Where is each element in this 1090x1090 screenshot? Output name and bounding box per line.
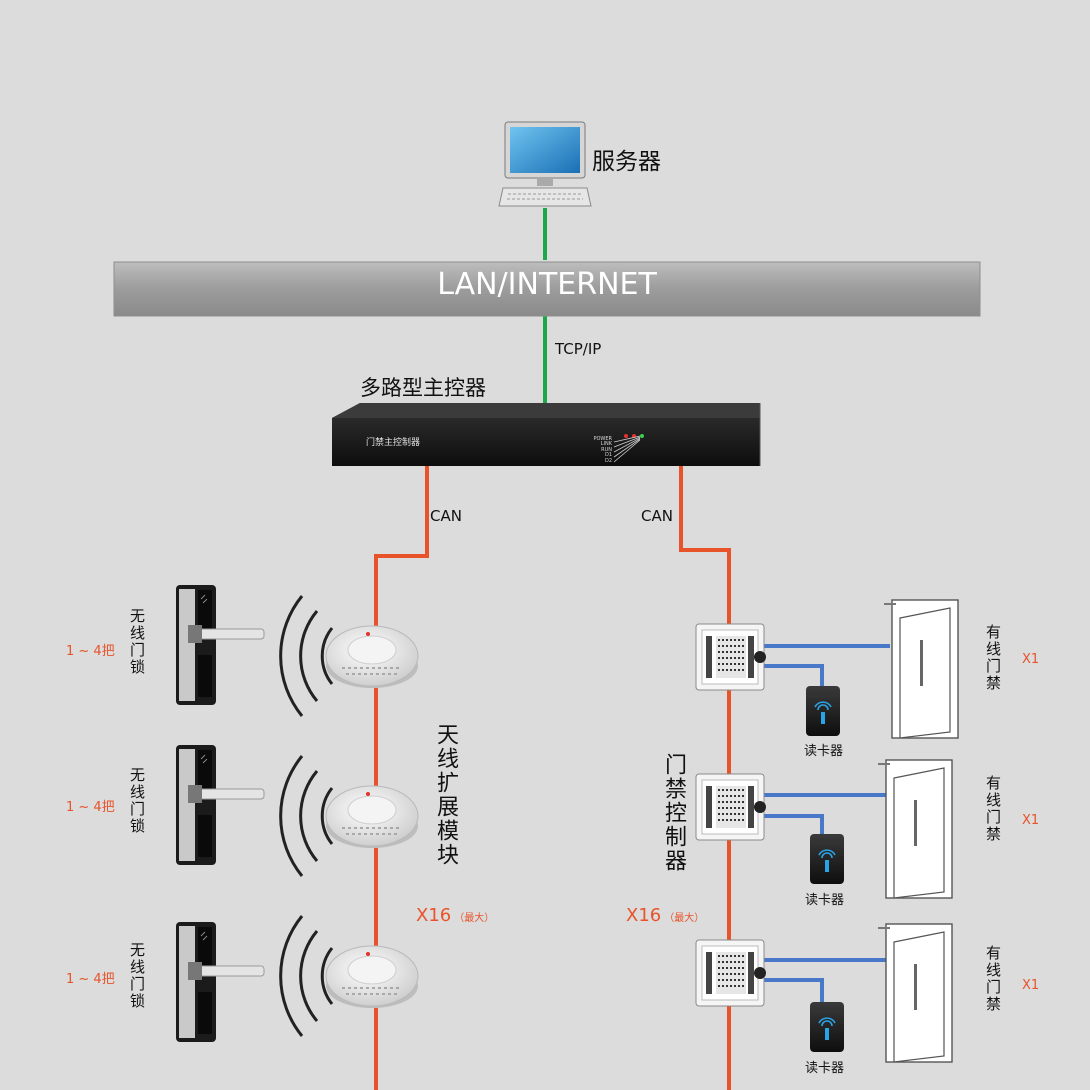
wired-door-label: 有线门禁 <box>984 945 1002 1013</box>
door-count-label: X1 <box>1022 978 1040 993</box>
access-controller-label: 门禁控制器 <box>661 753 686 873</box>
wired-access-row <box>695 599 959 739</box>
indicator-d2: D2 <box>604 457 612 464</box>
antenna-module <box>279 594 420 718</box>
desktop-computer-icon <box>498 121 592 207</box>
can-label-right: CAN <box>641 507 673 525</box>
card-reader-label: 读卡器 <box>805 893 845 908</box>
antenna-count-value: X16 <box>416 905 452 926</box>
indicator-run: RUN <box>601 446 612 453</box>
antenna-module-label: 天线扩展模块 <box>433 723 458 867</box>
indicator-link: LINK <box>600 441 612 448</box>
lock-count-label: 1 ~ 4把 <box>66 972 115 987</box>
wireless-lock-label: 无线门锁 <box>128 942 146 1010</box>
antenna-count: X16（最大） <box>416 905 494 926</box>
wired-access-row <box>695 759 953 899</box>
lan-internet-bar <box>113 261 981 317</box>
indicator-d1: D1 <box>604 452 612 459</box>
server-label: 服务器 <box>592 149 661 175</box>
main-controller-label: 多路型主控器 <box>360 376 486 400</box>
access-controller-count-note: （最大） <box>664 913 705 924</box>
card-reader-label: 读卡器 <box>805 1061 845 1076</box>
controller-panel-text: 门禁主控制器 <box>366 438 421 448</box>
can-label-left: CAN <box>430 507 462 525</box>
access-controller-count: X16（最大） <box>626 905 704 926</box>
wireless-door-lock <box>175 584 265 706</box>
wireless-lock-label: 无线门锁 <box>128 767 146 835</box>
wired-door-label: 有线门禁 <box>984 624 1002 692</box>
wireless-lock-label: 无线门锁 <box>128 608 146 676</box>
controller-indicator-labels: POWER LINK RUN D1 D2 <box>584 436 612 464</box>
antenna-count-note: （最大） <box>454 913 495 924</box>
antenna-module <box>279 754 420 878</box>
door-count-label: X1 <box>1022 813 1040 828</box>
wired-door-label: 有线门禁 <box>984 775 1002 843</box>
tcp-ip-label: TCP/IP <box>555 340 602 358</box>
indicator-power: POWER <box>593 436 612 442</box>
lock-count-label: 1 ~ 4把 <box>66 644 115 659</box>
card-reader-label: 读卡器 <box>804 744 844 759</box>
lock-count-label: 1 ~ 4把 <box>66 800 115 815</box>
antenna-module <box>279 914 420 1038</box>
door-count-label: X1 <box>1022 652 1040 667</box>
wireless-door-lock <box>175 921 265 1043</box>
lan-internet-label: LAN/INTERNET <box>437 267 657 302</box>
main-controller-device <box>332 403 761 466</box>
access-controller-count-value: X16 <box>626 905 662 926</box>
wired-access-row <box>695 923 953 1063</box>
wireless-door-lock <box>175 744 265 866</box>
